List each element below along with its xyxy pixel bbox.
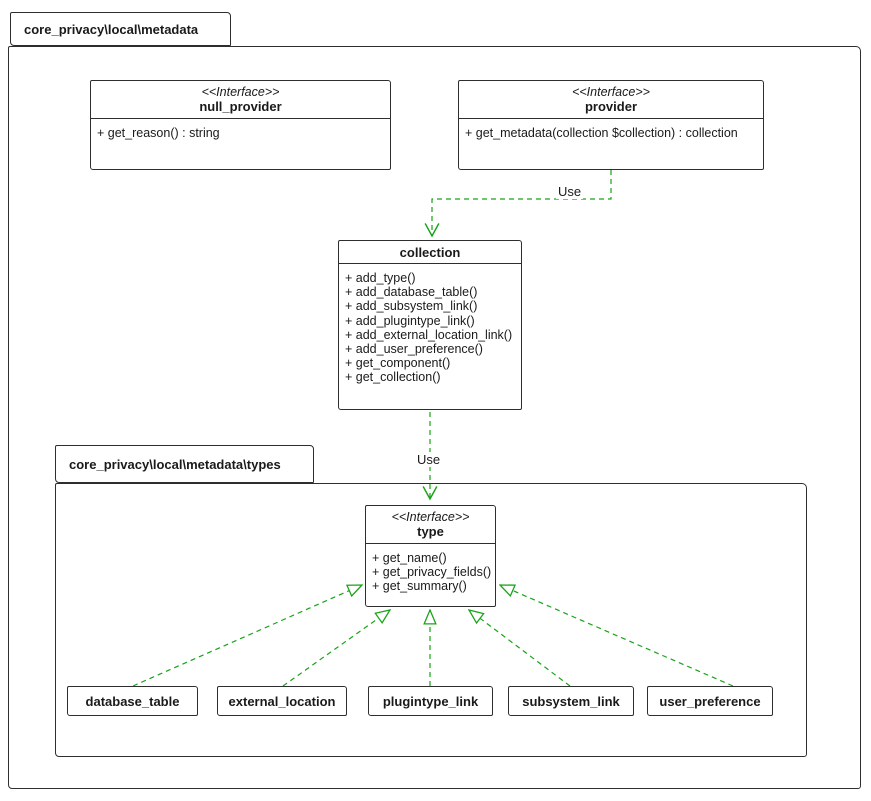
interface-node-type[interactable]: <<Interface>> type + get_name() + get_pr… [365,505,496,607]
class-node-subsystem-link[interactable]: subsystem_link [508,686,634,716]
package-label: core_privacy\local\metadata [24,21,199,37]
method-line: + add_external_location_link() [345,327,513,342]
node-methods: + get_reason() : string [91,119,390,140]
method-line: + add_user_preference() [345,342,483,357]
method-line: + add_type() [345,271,416,285]
node-title: user_preference [659,693,761,709]
node-title: collection [399,244,461,260]
node-title: null_provider [199,99,282,114]
node-methods: + get_metadata(collection $collection) :… [459,119,763,140]
package-label: core_privacy\local\metadata\types [69,456,281,472]
node-header: <<Interface>> provider [459,81,763,119]
class-node-database-table[interactable]: database_table [67,686,198,716]
node-title: database_table [85,693,180,709]
node-title: provider [584,99,637,114]
method-line: + get_reason() : string [97,126,220,140]
method-line: + get_collection() [345,370,441,385]
node-header: collection [339,241,521,264]
method-line: + add_database_table() [345,285,478,300]
class-node-user-preference[interactable]: user_preference [647,686,773,716]
node-title: plugintype_link [382,693,479,709]
edge-label-use-collection-type: Use [415,452,443,467]
package-tab-core-privacy-local-metadata: core_privacy\local\metadata [10,12,231,46]
node-title: type [417,524,444,539]
interface-node-null-provider[interactable]: <<Interface>> null_provider + get_reason… [90,80,391,170]
method-line: + add_plugintype_link() [345,313,475,328]
node-title: external_location [228,693,336,709]
node-methods: + get_name() + get_privacy_fields() + ge… [366,544,495,594]
class-node-external-location[interactable]: external_location [217,686,347,716]
node-header: <<Interface>> null_provider [91,81,390,119]
interface-node-provider[interactable]: <<Interface>> provider + get_metadata(co… [458,80,764,170]
method-line: + get_summary() [372,579,467,594]
stereotype-label: <<Interface>> [572,85,650,99]
method-line: + get_metadata(collection $collection) :… [465,126,738,140]
method-line: + get_name() [372,551,447,565]
package-tab-core-privacy-local-metadata-types: core_privacy\local\metadata\types [55,445,314,483]
method-line: + get_privacy_fields() [372,565,492,580]
edge-label-use-provider-collection: Use [556,184,584,199]
method-line: + get_component() [345,356,451,371]
stereotype-label: <<Interface>> [391,510,470,524]
node-title: subsystem_link [522,693,620,709]
stereotype-label: <<Interface>> [201,85,280,99]
method-line: + add_subsystem_link() [345,299,478,314]
class-node-collection[interactable]: collection + add_type() + add_database_t… [338,240,522,410]
node-header: <<Interface>> type [366,506,495,544]
node-methods: + add_type() + add_database_table() + ad… [339,264,521,385]
class-node-plugintype-link[interactable]: plugintype_link [368,686,493,716]
